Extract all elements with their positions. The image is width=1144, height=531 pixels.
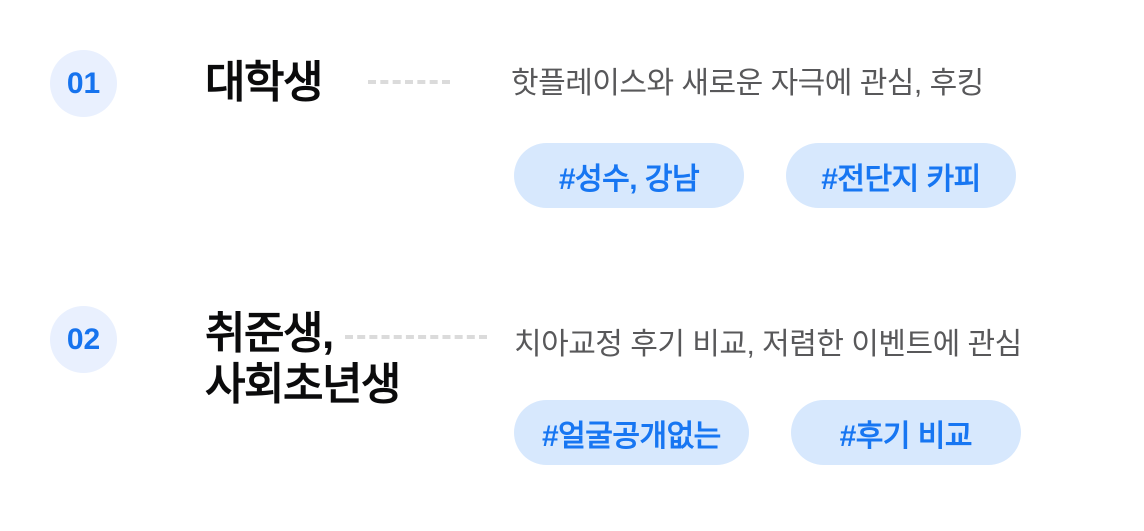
persona-tags: #얼굴공개없는 #후기 비교 bbox=[514, 400, 1021, 465]
persona-number-badge: 02 bbox=[50, 306, 117, 373]
hashtag-chip: #전단지 카피 bbox=[786, 143, 1016, 208]
persona-title: 취준생, 사회초년생 bbox=[205, 308, 401, 410]
hashtag-chip: #성수, 강남 bbox=[514, 143, 744, 208]
persona-number: 02 bbox=[66, 322, 101, 356]
hashtag-chip: #후기 비교 bbox=[790, 400, 1021, 465]
persona-number: 01 bbox=[66, 66, 101, 100]
persona-tags: #성수, 강남 #전단지 카피 bbox=[514, 143, 1016, 208]
persona-number-badge: 01 bbox=[50, 50, 117, 117]
persona-title: 대학생 bbox=[205, 57, 323, 108]
persona-title-line: 대학생 bbox=[205, 58, 323, 107]
persona-description: 치아교정 후기 비교, 저렴한 이벤트에 관심 bbox=[514, 328, 1022, 361]
dashed-connector bbox=[345, 335, 487, 339]
persona-title-line: 취준생, bbox=[205, 309, 334, 358]
dashed-connector bbox=[368, 80, 450, 84]
hashtag-chip: #얼굴공개없는 bbox=[514, 400, 749, 465]
persona-description: 핫플레이스와 새로운 자극에 관심, 후킹 bbox=[511, 67, 984, 100]
persona-title-line: 사회초년생 bbox=[205, 360, 401, 409]
